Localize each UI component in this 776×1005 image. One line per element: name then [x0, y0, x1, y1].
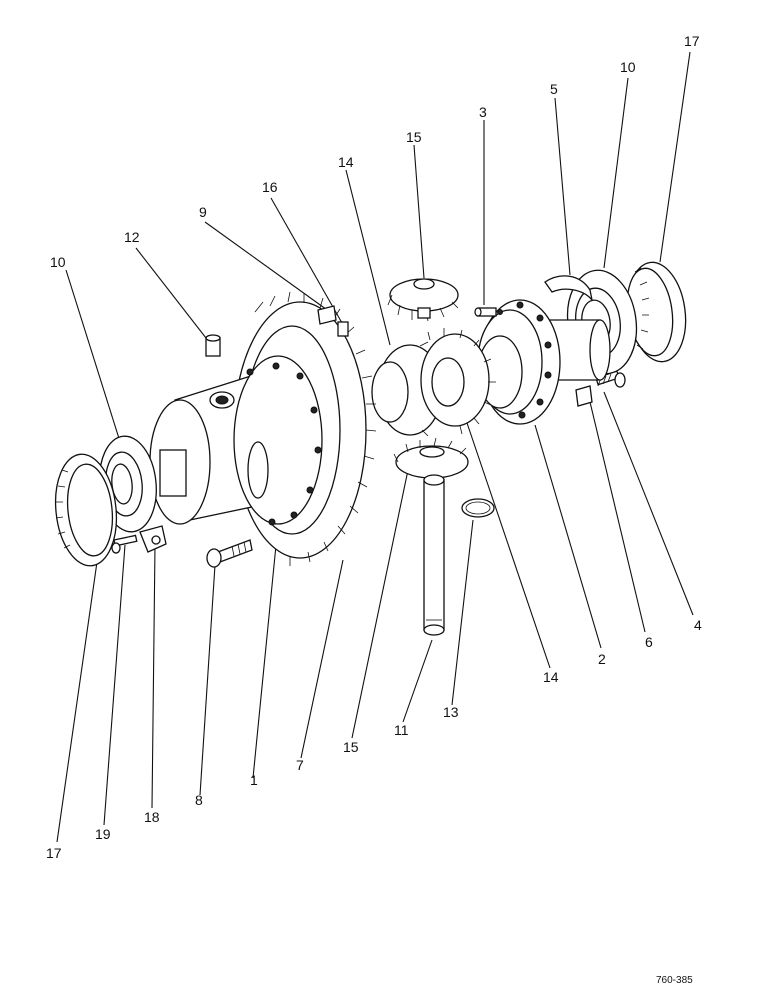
bearing-ring-left-17 — [54, 453, 118, 567]
side-gear-14-b — [420, 328, 496, 435]
bolt-4 — [595, 370, 626, 388]
pinion-gear-top-15 — [387, 278, 459, 322]
callout-4: 4 — [694, 617, 702, 633]
callout-17: 17 — [684, 33, 700, 49]
lock-tab-18 — [139, 525, 167, 553]
tab-6 — [575, 385, 593, 407]
callout-1: 1 — [250, 772, 258, 788]
pin-3 — [474, 307, 497, 317]
bearing-left-10 — [99, 435, 157, 533]
callout-12: 12 — [124, 229, 140, 245]
cap-screw-16 — [337, 321, 349, 337]
callout-14: 14 — [543, 669, 559, 685]
callout-10: 10 — [50, 254, 66, 270]
case-half-2 — [477, 299, 611, 425]
dowel-12 — [205, 334, 221, 357]
callout-15: 15 — [406, 129, 422, 145]
drawing-code: 760-385 — [656, 975, 693, 986]
lock-plate-5 — [544, 275, 593, 301]
bracket-9 — [317, 305, 337, 325]
callout-11: 11 — [394, 722, 409, 738]
bolt-8 — [206, 539, 253, 568]
callout-5: 5 — [550, 81, 558, 97]
cross-shaft-11 — [423, 474, 445, 636]
callout-16: 16 — [262, 179, 278, 195]
callout-2: 2 — [598, 651, 606, 667]
screw-19 — [111, 534, 138, 554]
callout-6: 6 — [645, 634, 653, 650]
callout-9: 9 — [199, 204, 207, 220]
pinion-gear-bottom-15 — [393, 437, 469, 479]
callout-14: 14 — [338, 154, 354, 170]
callout-18: 18 — [144, 809, 160, 825]
callout-17: 17 — [46, 845, 62, 861]
callout-10: 10 — [620, 59, 636, 75]
snap-ring-13 — [461, 498, 495, 518]
leader-lines — [56, 51, 694, 843]
callout-19: 19 — [95, 826, 111, 842]
callout-3: 3 — [479, 104, 487, 120]
callout-15: 15 — [343, 739, 359, 755]
bearing-ring-right-17 — [626, 261, 687, 363]
callout-7: 7 — [296, 757, 304, 773]
callout-13: 13 — [443, 704, 459, 720]
differential-case-1 — [149, 355, 323, 526]
callout-8: 8 — [195, 792, 203, 808]
